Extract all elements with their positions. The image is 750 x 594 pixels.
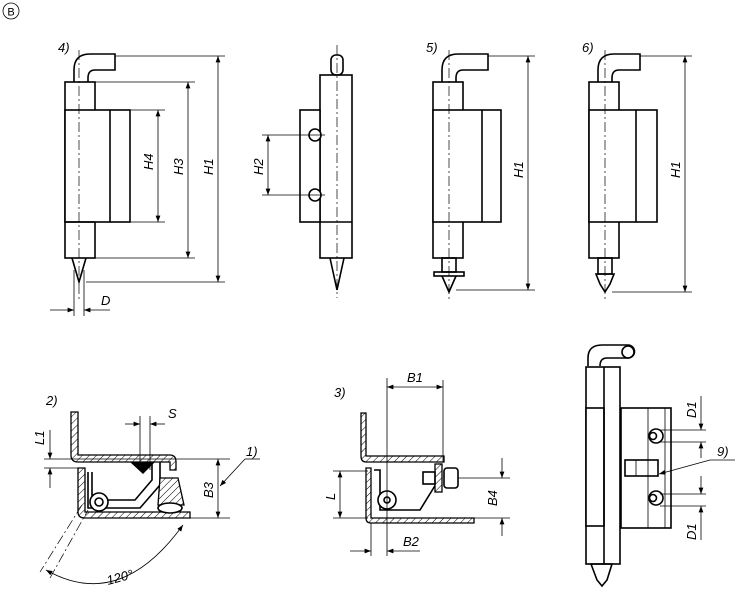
svg-text:B1: B1 [407,370,423,385]
section-view-2: 2) S L1 B3 1) 120° [32,393,260,588]
svg-text:D1: D1 [684,401,699,418]
svg-text:D: D [101,293,110,308]
svg-text:L: L [323,493,338,500]
svg-text:B3: B3 [201,481,216,498]
svg-text:H1: H1 [668,161,683,178]
svg-text:1): 1) [246,444,258,459]
svg-text:H1: H1 [511,161,526,178]
svg-text:H3: H3 [171,158,186,175]
svg-text:H1: H1 [201,158,216,175]
svg-text:D1: D1 [684,523,699,540]
svg-text:S: S [168,406,177,421]
hinge-view-6: 6) H1 [582,40,692,300]
svg-text:3): 3) [334,385,346,400]
svg-text:H2: H2 [251,158,266,175]
note-4: 4) [58,40,70,55]
svg-text:120°: 120° [105,566,135,587]
svg-text:H4: H4 [141,153,156,170]
hinge-view-middle: H2 [251,45,353,298]
hinge-view-5: 5) H1 [426,40,535,300]
svg-text:B: B [7,7,14,19]
svg-text:2): 2) [45,393,58,408]
svg-text:B2: B2 [403,534,420,549]
svg-text:5): 5) [426,40,438,55]
hinge-view-4: 4) H4 H3 H1 D [50,40,225,316]
figure-marker: B [2,2,20,20]
section-view-3: 3) B1 L B4 B2 [323,370,510,556]
side-view: D1 D1 9) [585,344,735,588]
svg-text:L1: L1 [32,431,47,445]
svg-text:B4: B4 [485,490,500,506]
svg-text:9): 9) [717,444,729,459]
svg-text:6): 6) [582,40,594,55]
